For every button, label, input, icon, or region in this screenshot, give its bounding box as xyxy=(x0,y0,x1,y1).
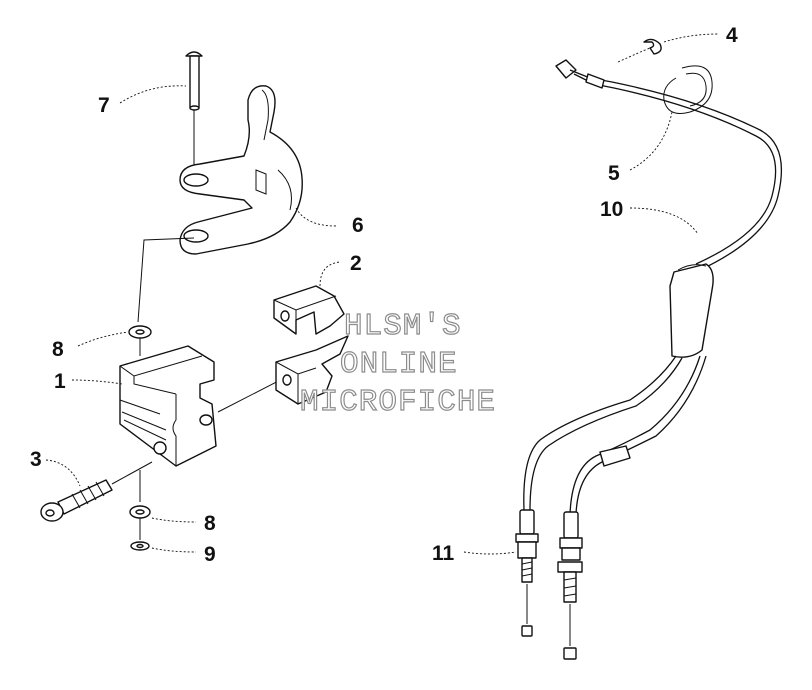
watermark-line-2: ONLINE xyxy=(340,347,458,382)
callout-8-upper: 8 xyxy=(52,338,64,361)
callout-7: 7 xyxy=(98,94,110,117)
watermark-line-1: HLSM'S xyxy=(344,309,462,344)
part-8-washer-lower xyxy=(129,505,151,519)
part-2-clamp xyxy=(273,285,349,405)
callout-9: 9 xyxy=(204,543,216,566)
part-1-block xyxy=(119,345,217,467)
part-11-cable-end-right xyxy=(557,511,583,660)
callout-4: 4 xyxy=(726,24,738,47)
leader-lines xyxy=(45,33,719,555)
watermark-line-3: MICROFICHE xyxy=(300,385,496,420)
callout-10: 10 xyxy=(600,198,623,221)
part-8-washer-upper xyxy=(128,325,152,339)
part-4-clip xyxy=(643,38,662,55)
callout-1: 1 xyxy=(54,370,66,393)
watermark: HLSM'S ONLINE MICROFICHE xyxy=(299,308,496,420)
part-5-grommet xyxy=(663,65,713,114)
pin-leader xyxy=(137,237,195,323)
part-7-pin xyxy=(185,51,203,111)
callout-5: 5 xyxy=(608,162,620,185)
callout-8-lower: 8 xyxy=(204,512,216,535)
part-9-washer xyxy=(130,541,150,551)
part-11-cable-end-left xyxy=(515,509,539,637)
part-10-throttle-cable xyxy=(523,59,782,515)
part-6-lever xyxy=(179,85,303,255)
callout-11: 11 xyxy=(432,542,455,565)
callout-3: 3 xyxy=(30,448,42,471)
callouts: 7 6 2 8 1 3 8 9 4 5 10 11 xyxy=(30,24,738,566)
part-3-screw xyxy=(40,479,113,522)
callout-6: 6 xyxy=(352,214,364,237)
callout-2: 2 xyxy=(350,252,362,275)
